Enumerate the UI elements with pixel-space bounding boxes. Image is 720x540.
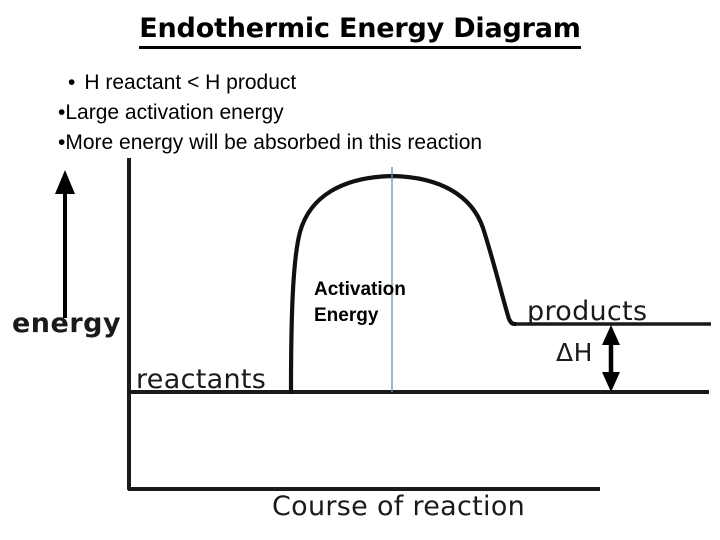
bullet-icon: •	[58, 131, 66, 154]
page-title: Endothermic Energy Diagram	[0, 12, 720, 49]
energy-arrow-icon	[55, 170, 75, 318]
activation-energy-line-2: Energy	[314, 305, 379, 326]
page-title-text: Endothermic Energy Diagram	[139, 13, 581, 49]
y-axis-label: energy	[12, 308, 122, 339]
bullet-list: •H reactant < H product •Large activatio…	[58, 68, 698, 158]
delta-h-arrow-icon	[602, 325, 620, 392]
delta-h-label: ΔH	[556, 338, 593, 367]
bullet-icon: •	[58, 101, 66, 124]
list-item-label: Large activation energy	[65, 101, 284, 124]
reactants-label: reactants	[136, 364, 267, 395]
products-label: products	[527, 296, 648, 327]
activation-energy-line-1: Activation	[314, 279, 406, 300]
list-item: •Large activation energy	[58, 98, 698, 128]
list-item-label: More energy will be absorbed in this rea…	[65, 131, 483, 154]
list-item: • H reactant < H product	[58, 68, 698, 98]
x-axis-label: Course of reaction	[272, 491, 526, 522]
bullet-icon: •	[68, 71, 76, 94]
activation-energy-label: Activation Energy	[314, 277, 406, 329]
list-item-label: H reactant < H product	[84, 71, 297, 94]
list-item: •More energy will be absorbed in this re…	[58, 128, 698, 158]
reaction-curve	[288, 173, 518, 395]
